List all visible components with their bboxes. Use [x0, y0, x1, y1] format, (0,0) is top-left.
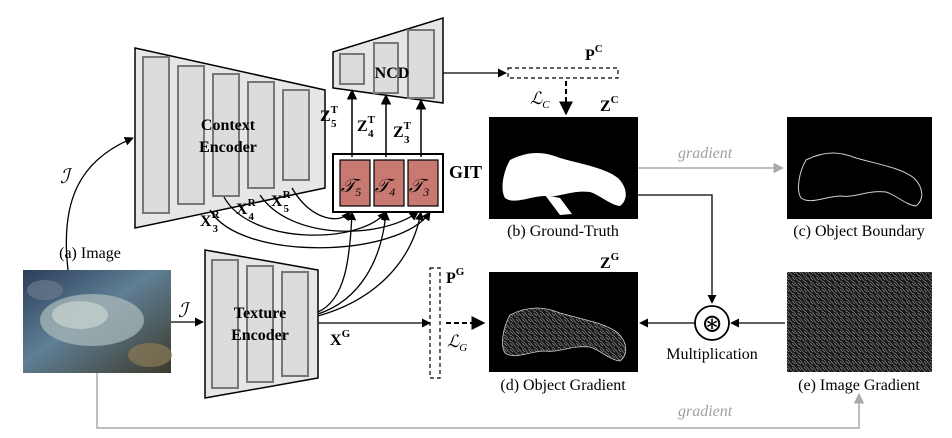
- lc-label: ℒC: [530, 89, 550, 111]
- texture-to-git-curves: [317, 211, 425, 317]
- zc-label: ZC: [600, 94, 619, 115]
- object-gradient-image: [489, 272, 638, 372]
- pg-prediction-box: [429, 267, 441, 379]
- xg-label: XG: [330, 328, 351, 349]
- zg-label: ZG: [600, 251, 620, 272]
- image-caption: (a) Image: [59, 245, 121, 262]
- input-symbol-top: ℐ: [60, 166, 73, 188]
- texture-encoder-label-2: Encoder: [231, 327, 289, 344]
- ncd-decoder: NCD: [332, 16, 444, 104]
- ground-truth-caption: (b) Ground-Truth: [507, 223, 619, 240]
- git-label: GIT: [449, 162, 482, 182]
- pc-label: PC: [585, 43, 603, 64]
- pc-prediction-box: [507, 67, 619, 79]
- context-encoder: Context Encoder: [134, 47, 326, 229]
- object-gradient-caption: (d) Object Gradient: [500, 377, 626, 394]
- lg-label: ℒG: [447, 332, 467, 354]
- git-block: 𝒯5 𝒯4 𝒯3 GIT: [332, 153, 482, 213]
- git-to-ncd-arrows: [346, 88, 427, 157]
- context-encoder-label-2: Encoder: [199, 139, 257, 156]
- texture-encoder: Texture Encoder: [204, 249, 319, 399]
- gt-to-multiply-arrow: [638, 194, 717, 304]
- image-gradient-image: [787, 272, 932, 372]
- gradient-top-label: gradient: [678, 145, 733, 162]
- pg-label: PG: [446, 266, 465, 287]
- image-gradient-caption: (e) Image Gradient: [798, 377, 920, 394]
- texture-encoder-label-1: Texture: [234, 305, 286, 322]
- context-encoder-label-1: Context: [201, 117, 256, 134]
- input-image: [23, 270, 172, 373]
- input-symbol-bottom: ℐ: [178, 300, 191, 322]
- context-to-git-curves: [209, 187, 431, 249]
- multiplication-caption: Multiplication: [666, 346, 758, 363]
- ncd-label: NCD: [375, 65, 410, 82]
- object-boundary-image: [787, 117, 932, 219]
- multiply-symbol: ⊛: [701, 309, 723, 338]
- ground-truth-image: [489, 117, 638, 219]
- gradient-bottom-label: gradient: [678, 403, 733, 420]
- input-to-context-arrow: [65, 136, 134, 271]
- multiplication-node: ⊛: [694, 305, 730, 341]
- object-boundary-caption: (c) Object Boundary: [793, 223, 925, 240]
- gradient-bottom-arrow: [96, 373, 865, 429]
